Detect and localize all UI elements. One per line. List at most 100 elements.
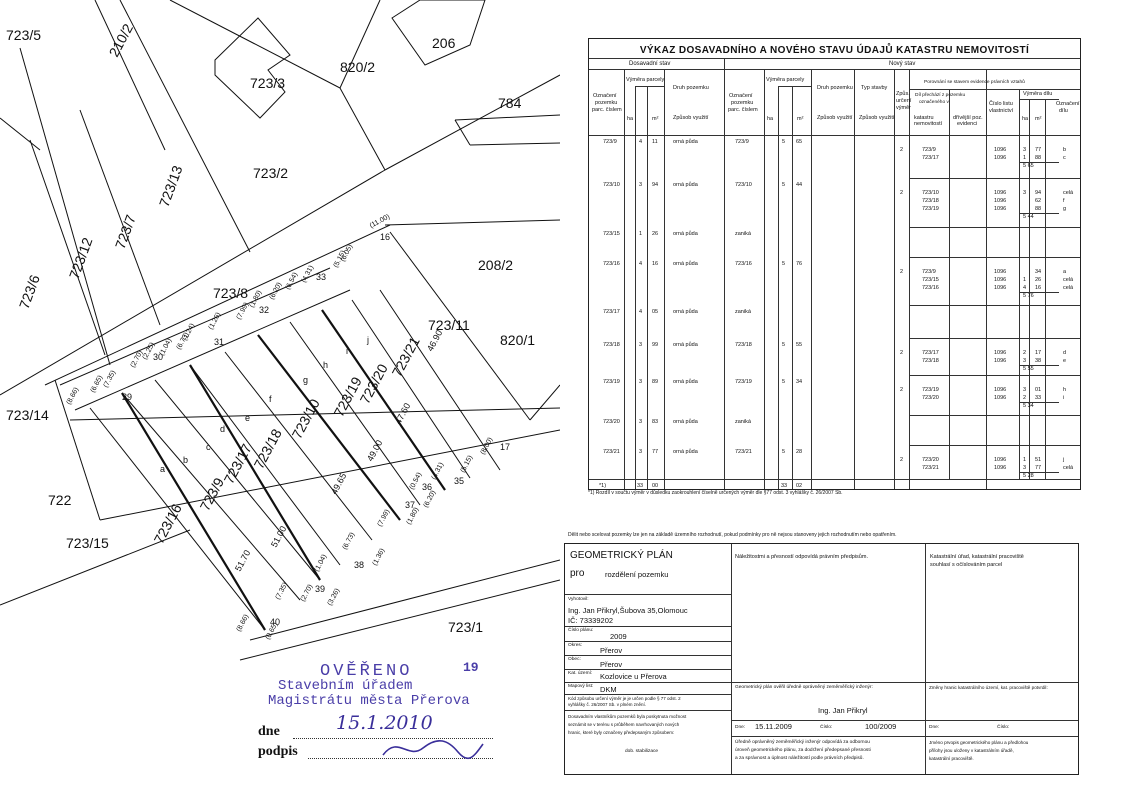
measure-label: 51.00 xyxy=(269,524,288,549)
row-new-m: 5 xyxy=(782,139,786,145)
row-old-m2: 16 xyxy=(652,261,659,267)
part-label: d xyxy=(1063,350,1067,356)
measure-label: (6.54) xyxy=(285,271,300,290)
division-letter: d xyxy=(220,424,225,434)
part-m2: 34 xyxy=(1035,269,1042,275)
part-m2: 33 xyxy=(1035,395,1042,401)
header-ha: ha xyxy=(767,116,774,122)
document-sheet: VÝKAZ DOSAVADNÍHO A NOVÉHO STAVU ÚDAJŮ K… xyxy=(564,38,1088,780)
municipality-value: Přerov xyxy=(600,660,623,669)
part-label: f xyxy=(1063,198,1065,204)
header-designation: pozemku xyxy=(595,100,618,106)
part-m2: 88 xyxy=(1035,206,1042,212)
measure-label: (2.70) xyxy=(300,583,315,602)
row-old-parcel: 723/9 xyxy=(603,139,617,145)
header-part-from: Díl přechází z pozemku xyxy=(915,93,966,98)
row-old-m: 4 xyxy=(639,261,643,267)
parcel-label: 784 xyxy=(498,95,522,111)
division-letter: h xyxy=(323,360,328,370)
measure-label: (3.26) xyxy=(327,587,342,606)
row-old-m: 3 xyxy=(639,449,643,455)
parcel-label: 723/3 xyxy=(250,75,285,91)
header-prior: dřívější poz. xyxy=(953,115,983,121)
table-title: VÝKAZ DOSAVADNÍHO A NOVÉHO STAVU ÚDAJŮ K… xyxy=(639,45,1030,56)
parcel-label: 723/11 xyxy=(428,317,470,333)
measure-label: (4.31) xyxy=(301,264,316,283)
part-from-parcel: 723/15 xyxy=(922,277,939,283)
part-lv: 1096 xyxy=(994,358,1007,364)
row-old-parcel: 723/10 xyxy=(603,182,620,188)
parcel-label: 723/5 xyxy=(6,27,41,43)
header-comparison: Porovnání se stavem evidence právních vz… xyxy=(924,80,1025,85)
part-lv: 1096 xyxy=(994,457,1007,463)
measure-label: (0.65) xyxy=(265,621,280,640)
row-old-m2: 89 xyxy=(652,379,659,385)
part-from-parcel: 723/20 xyxy=(922,457,939,463)
verify-number-value: 100/2009 xyxy=(865,722,897,731)
header-building: Typ stavby xyxy=(861,85,888,91)
row-land-type: orná půda xyxy=(673,449,698,455)
part-label: b xyxy=(1063,147,1067,153)
point-number: 36 xyxy=(422,482,432,492)
part-m: 4 xyxy=(1023,285,1027,291)
row-new-parcel: 723/10 xyxy=(735,182,752,188)
part-from-parcel: 723/19 xyxy=(922,206,939,212)
header-use: Způsob využití xyxy=(673,115,709,121)
owners-value: dob. stabilizace xyxy=(625,749,659,754)
part-m2: 77 xyxy=(1035,465,1042,471)
header-cadastre: katastru xyxy=(914,115,934,121)
parcel-label: 723/10 xyxy=(289,396,323,442)
part-lv: 1096 xyxy=(994,198,1007,204)
header-ha: ha xyxy=(627,116,634,122)
part-from-parcel: 723/18 xyxy=(922,198,939,204)
part-lv: 1096 xyxy=(994,387,1007,393)
row-old-parcel: 723/21 xyxy=(603,449,620,455)
header-area: Výměra parcely xyxy=(626,77,665,83)
part-lv: 1096 xyxy=(994,190,1007,196)
part-m: 1 xyxy=(1023,277,1027,283)
row-old-m2: 83 xyxy=(652,419,659,425)
verification-text: úroveň geometrického plánu, za dodržení … xyxy=(735,748,871,753)
total-new-m: 33 xyxy=(781,483,788,489)
part-from-parcel: 723/9 xyxy=(922,147,936,153)
division-letter: i xyxy=(346,346,348,356)
stamp-line: Stavebním úřadem xyxy=(278,678,413,694)
total-old-m: 33 xyxy=(637,483,644,489)
stamp-title: OVĚŘENO xyxy=(320,662,413,681)
boundary-changes-text: Změny hranic katastrálního území, kat. p… xyxy=(929,685,1048,690)
header-designation: parc. číslem xyxy=(592,107,622,113)
parcel-label: 723/6 xyxy=(16,272,43,311)
part-m: 3 xyxy=(1023,465,1027,471)
row-land-type: orná půda xyxy=(673,342,698,348)
measure-label: (8.66) xyxy=(66,386,81,405)
header-part-from: označeného v xyxy=(919,100,949,105)
part-m: 2 xyxy=(1023,350,1027,356)
part-label: celá xyxy=(1063,285,1074,291)
part-from-parcel: 723/17 xyxy=(922,350,939,356)
part-label: c xyxy=(1063,155,1066,161)
part-sum: 5 44 xyxy=(1023,214,1034,220)
verify-number-label: Číslo: xyxy=(820,725,833,730)
row-method: 2 xyxy=(900,350,904,356)
part-from-parcel: 723/18 xyxy=(922,358,939,364)
row-land-type: orná půda xyxy=(673,419,698,425)
area-code-text: Kód způsobu určení výměr je je určen pod… xyxy=(568,696,681,701)
part-m2: 62 xyxy=(1035,198,1042,204)
division-letter: b xyxy=(183,455,188,465)
parcel-label: 723/12 xyxy=(66,235,96,281)
part-lv: 1096 xyxy=(994,269,1007,275)
row-old-m: 3 xyxy=(639,342,643,348)
header-m2: m² xyxy=(1035,116,1042,122)
division-letter: j xyxy=(366,335,369,345)
part-lv: 1096 xyxy=(994,350,1007,356)
part-m2: 17 xyxy=(1035,350,1042,356)
row-new-parcel: 723/16 xyxy=(735,261,752,267)
measure-label: 51.70 xyxy=(233,548,252,573)
row-old-parcel: 723/19 xyxy=(603,379,620,385)
part-lv: 1096 xyxy=(994,155,1007,161)
row-new-m: 5 xyxy=(782,182,786,188)
header-m2: m² xyxy=(652,116,659,122)
point-number: 32 xyxy=(259,305,269,315)
part-m: 1 xyxy=(1023,457,1027,463)
header-m2: m² xyxy=(797,116,804,122)
